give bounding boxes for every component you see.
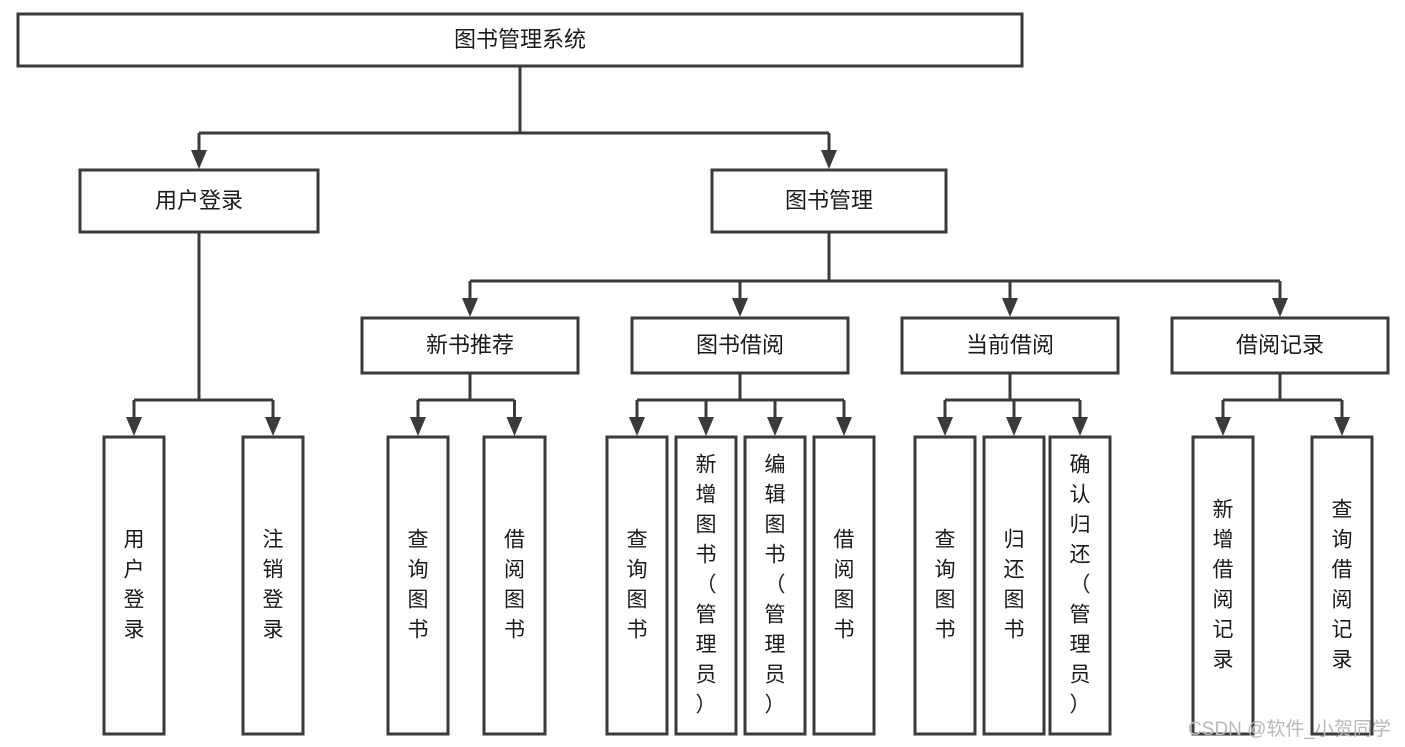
node-box xyxy=(78,168,320,234)
node-label: 新增图书（管理员） xyxy=(696,453,717,716)
node-box xyxy=(1048,435,1112,736)
node-leaf_9[interactable]: 归还图书 xyxy=(982,435,1046,736)
node-label: 图书借阅 xyxy=(696,332,784,357)
node-leaf_10[interactable]: 确认归还（管理员） xyxy=(1048,435,1112,736)
node-label: 注销登录 xyxy=(263,528,284,641)
watermark-label: CSDN @软件_小贺同学 xyxy=(1188,719,1391,740)
arrow-head-icon xyxy=(506,417,523,436)
node-label: 查询图书 xyxy=(935,528,956,641)
arrow-head-icon xyxy=(836,417,852,436)
arrow-head-icon xyxy=(767,417,783,436)
node-label: 图书管理系统 xyxy=(454,27,586,52)
arrow-head-icon xyxy=(191,150,207,169)
arrow-head-icon xyxy=(732,298,748,317)
arrow-head-icon xyxy=(698,417,714,436)
node-leaf_0[interactable]: 用户登录 xyxy=(102,435,166,736)
node-box xyxy=(1170,316,1390,375)
arrow-head-icon xyxy=(1002,298,1018,317)
node-leaf_4[interactable]: 查询图书 xyxy=(605,435,669,736)
arrow-head-icon xyxy=(1334,417,1350,436)
node-root[interactable]: 图书管理系统 xyxy=(16,12,1024,68)
arrow-head-icon xyxy=(126,417,142,436)
node-leaf_3[interactable]: 借阅图书 xyxy=(482,435,547,736)
node-box xyxy=(482,435,547,736)
node-box xyxy=(360,316,580,375)
arrow-head-icon xyxy=(937,417,953,436)
node-box xyxy=(982,435,1046,736)
node-box xyxy=(241,435,305,736)
node-label: 查询图书 xyxy=(627,528,648,641)
node-label: 图书管理 xyxy=(785,188,873,213)
node-box xyxy=(743,435,807,736)
node-box xyxy=(812,435,876,736)
arrow-head-icon xyxy=(1215,417,1231,436)
arrow-head-icon xyxy=(462,298,478,317)
node-layer: 图书管理系统用户登录图书管理新书推荐图书借阅当前借阅借阅记录用户登录注销登录查询… xyxy=(16,12,1390,736)
node-label: 归还图书 xyxy=(1004,528,1025,641)
connector-layer xyxy=(126,66,1350,436)
node-l3_0[interactable]: 新书推荐 xyxy=(360,316,580,375)
node-leaf_1[interactable]: 注销登录 xyxy=(241,435,305,736)
node-leaf_5[interactable]: 新增图书（管理员） xyxy=(674,435,738,736)
arrow-head-icon xyxy=(1006,417,1022,436)
arrow-head-icon xyxy=(629,417,645,436)
node-box xyxy=(913,435,977,736)
node-leaf_2[interactable]: 查询图书 xyxy=(386,435,450,736)
node-label: 查询借阅记录 xyxy=(1332,498,1353,671)
node-label: 借阅图书 xyxy=(834,528,855,641)
node-l2_1[interactable]: 图书管理 xyxy=(710,168,948,234)
node-leaf_8[interactable]: 查询图书 xyxy=(913,435,977,736)
node-box xyxy=(710,168,948,234)
arrow-head-icon xyxy=(265,417,281,436)
node-leaf_7[interactable]: 借阅图书 xyxy=(812,435,876,736)
node-l2_0[interactable]: 用户登录 xyxy=(78,168,320,234)
node-label: 编辑图书（管理员） xyxy=(765,453,786,716)
node-label: 新增借阅记录 xyxy=(1213,498,1234,671)
arrow-head-icon xyxy=(410,417,426,436)
arrow-head-icon xyxy=(1272,298,1288,317)
node-box xyxy=(605,435,669,736)
node-label: 查询图书 xyxy=(408,528,429,641)
node-box xyxy=(1191,435,1255,736)
node-box xyxy=(630,316,850,375)
node-box xyxy=(386,435,450,736)
node-leaf_12[interactable]: 查询借阅记录 xyxy=(1310,435,1374,736)
node-label: 新书推荐 xyxy=(426,332,514,357)
node-box xyxy=(16,12,1024,68)
node-label: 用户登录 xyxy=(155,188,243,213)
arrow-head-icon xyxy=(1072,417,1088,436)
node-l3_2[interactable]: 当前借阅 xyxy=(900,316,1120,375)
node-label: 借阅图书 xyxy=(504,528,525,641)
node-box xyxy=(102,435,166,736)
node-label: 当前借阅 xyxy=(966,332,1054,357)
node-label: 确认归还（管理员） xyxy=(1070,453,1091,716)
node-box xyxy=(1310,435,1374,736)
node-label: 用户登录 xyxy=(124,528,145,641)
node-label: 借阅记录 xyxy=(1236,332,1324,357)
node-l3_1[interactable]: 图书借阅 xyxy=(630,316,850,375)
node-box xyxy=(900,316,1120,375)
node-box xyxy=(674,435,738,736)
node-leaf_6[interactable]: 编辑图书（管理员） xyxy=(743,435,807,736)
node-leaf_11[interactable]: 新增借阅记录 xyxy=(1191,435,1255,736)
arrow-head-icon xyxy=(821,150,837,169)
node-l3_3[interactable]: 借阅记录 xyxy=(1170,316,1390,375)
